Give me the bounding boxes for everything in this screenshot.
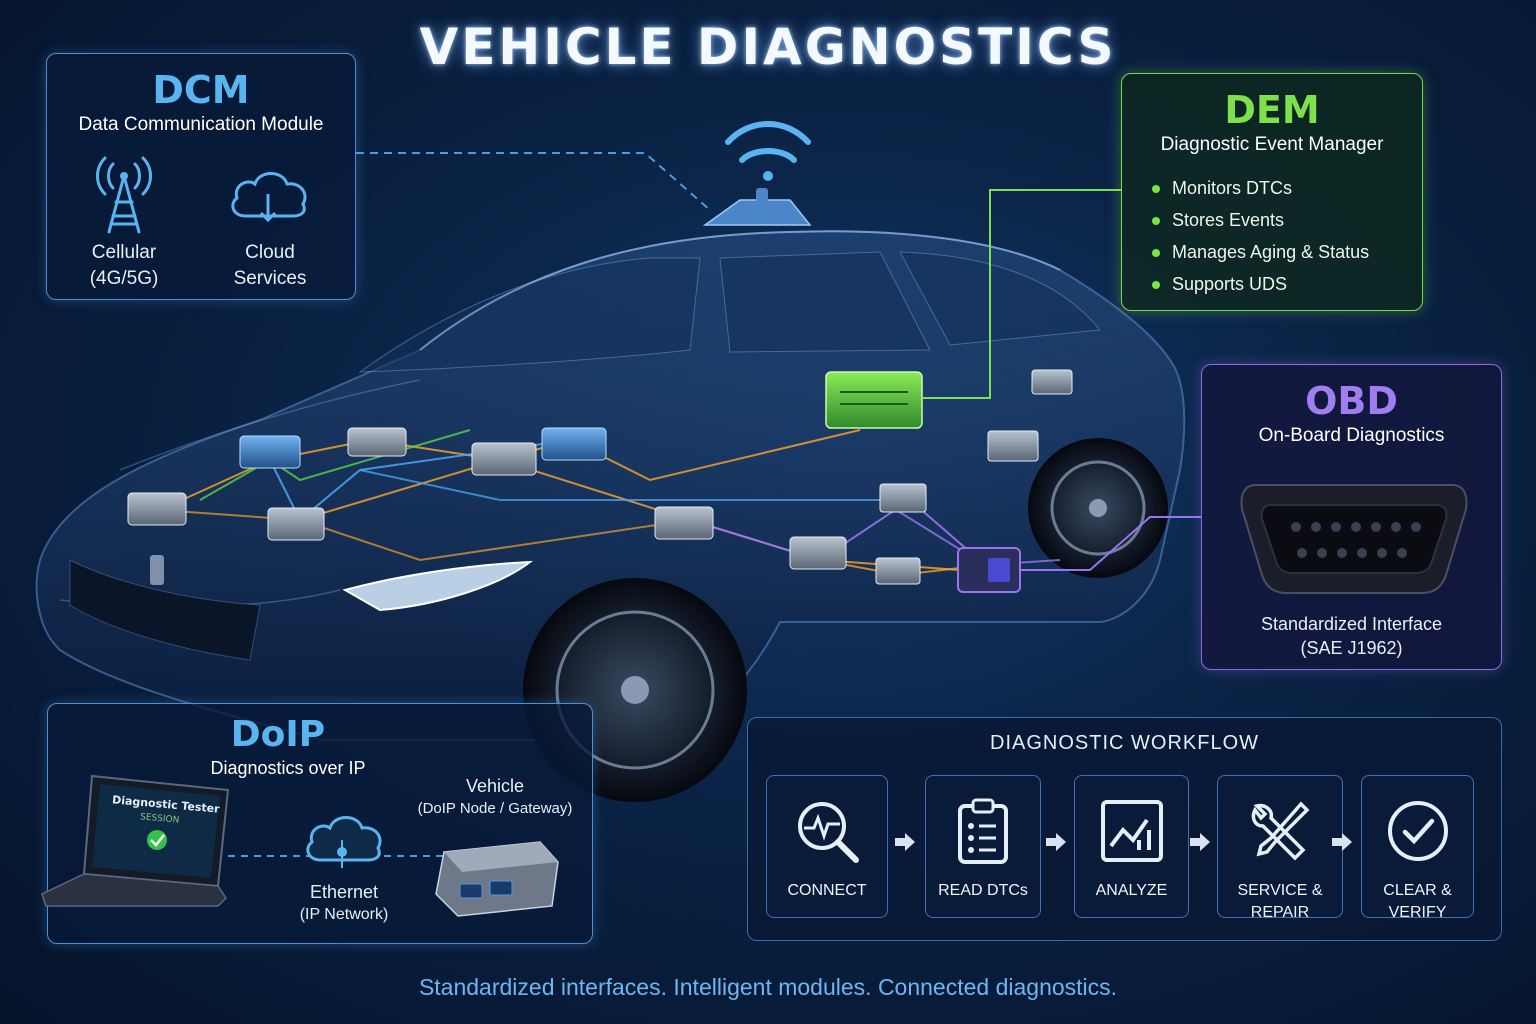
dem-ecu-module: [825, 371, 923, 429]
workflow-step-service-repair: SERVICE & REPAIR: [1217, 775, 1343, 921]
ecu-module: [879, 483, 927, 513]
cloud-sublabel: Services: [233, 268, 307, 289]
arrow-right-icon: [1332, 833, 1352, 851]
list-item: Stores Events: [1150, 206, 1369, 238]
roof-antenna: [702, 188, 812, 226]
obd-interface-label: Standardized Interface: [1260, 614, 1443, 634]
cell-tower-icon: [96, 156, 152, 234]
ecu-module: [987, 430, 1039, 462]
step-label: ANALYZE: [1095, 882, 1168, 899]
page-title: VEHICLE DIAGNOSTICS: [419, 18, 1117, 76]
arrow-right-icon: [1046, 833, 1066, 851]
ecu-module: [347, 427, 407, 457]
ethernet-sublabel: (IP Network): [299, 906, 389, 923]
dcm-heading: DCM: [152, 68, 250, 112]
ecu-module: [654, 506, 714, 540]
rear-wheel: [1028, 438, 1168, 578]
tools-icon: [1251, 801, 1310, 861]
ethernet-label: Ethernet: [309, 882, 379, 902]
workflow-panel: DIAGNOSTIC WORKFLOW CONNECT READ DTCs: [747, 717, 1502, 941]
dem-feature-list: Monitors DTCs Stores Events Manages Agin…: [1150, 174, 1369, 302]
vehicle-sublabel: (DoIP Node / Gateway): [417, 800, 573, 817]
ecu-module: [789, 536, 847, 570]
step-label: CLEAR &: [1383, 882, 1452, 899]
arrow-right-icon: [895, 833, 915, 851]
workflow-title: DIAGNOSTIC WORKFLOW: [990, 732, 1259, 754]
check-circle-icon: [1387, 801, 1448, 861]
ecu-module: [471, 442, 537, 476]
doip-heading: DoIP: [230, 714, 326, 755]
obd-subtitle: On-Board Diagnostics: [1258, 425, 1445, 446]
headlight: [342, 560, 534, 612]
step-label: REPAIR: [1250, 904, 1310, 921]
list-item: Manages Aging & Status: [1150, 238, 1369, 270]
obd-port-in-car: [957, 547, 1021, 593]
workflow-step-connect: CONNECT: [766, 775, 888, 918]
chart-icon: [1100, 800, 1163, 862]
cloud-network-icon: [306, 816, 382, 868]
magnifier-pulse-icon: [798, 802, 859, 863]
doip-panel: DoIP Diagnostics over IP Diagnostic Test…: [41, 703, 593, 944]
dcm-connector-line: [356, 152, 711, 211]
obd-panel: OBD On-Board Diagnostics Standardized In…: [1201, 364, 1502, 670]
ecu-module: [239, 435, 301, 469]
dcm-subtitle: Data Communication Module: [78, 114, 324, 135]
clipboard-checklist-icon: [958, 798, 1008, 864]
dem-panel: DEM Diagnostic Event Manager Monitors DT…: [1121, 73, 1423, 311]
cloud-label: Cloud: [245, 242, 295, 263]
cloud-icon: [231, 172, 307, 223]
dcm-panel: DCM Data Communication Module Cellular (…: [46, 53, 356, 300]
step-label: READ DTCs: [938, 882, 1028, 899]
cellular-sublabel: (4G/5G): [89, 268, 159, 289]
workflow-step-clear-verify: CLEAR & VERIFY: [1361, 775, 1474, 921]
dem-subtitle: Diagnostic Event Manager: [1160, 134, 1384, 155]
obd-heading: OBD: [1305, 379, 1398, 423]
list-item: Supports UDS: [1150, 270, 1369, 302]
cellular-label: Cellular: [91, 242, 157, 263]
obd-interface-standard: (SAE J1962): [1300, 638, 1403, 658]
diagnostic-tester-laptop: Diagnostic Tester SESSION: [40, 774, 230, 924]
ecu-module: [267, 507, 325, 541]
gateway-module-icon: [435, 841, 559, 917]
vehicle-label: Vehicle: [465, 776, 525, 796]
ecu-module: [541, 427, 607, 461]
step-label: SERVICE &: [1237, 882, 1323, 899]
dem-connector-line: [922, 189, 1121, 399]
ecu-module: [875, 557, 921, 585]
step-label: CONNECT: [787, 882, 867, 899]
dem-heading: DEM: [1224, 88, 1320, 132]
step-label: VERIFY: [1388, 904, 1447, 921]
ecu-module: [127, 492, 187, 526]
ecu-modules: [127, 369, 1073, 593]
workflow-step-analyze: ANALYZE: [1074, 775, 1189, 918]
ecu-module: [1031, 369, 1073, 395]
obd-connector-icon: [1240, 484, 1468, 594]
wifi-icon: [725, 121, 811, 181]
obd-connector-line: [1020, 516, 1201, 571]
arrow-right-icon: [1190, 833, 1210, 851]
footer-tagline: Standardized interfaces. Intelligent mod…: [418, 974, 1118, 1000]
list-item: Monitors DTCs: [1150, 174, 1369, 206]
doip-subtitle: Diagnostics over IP: [210, 758, 366, 778]
workflow-step-read-dtcs: READ DTCs: [925, 775, 1041, 918]
